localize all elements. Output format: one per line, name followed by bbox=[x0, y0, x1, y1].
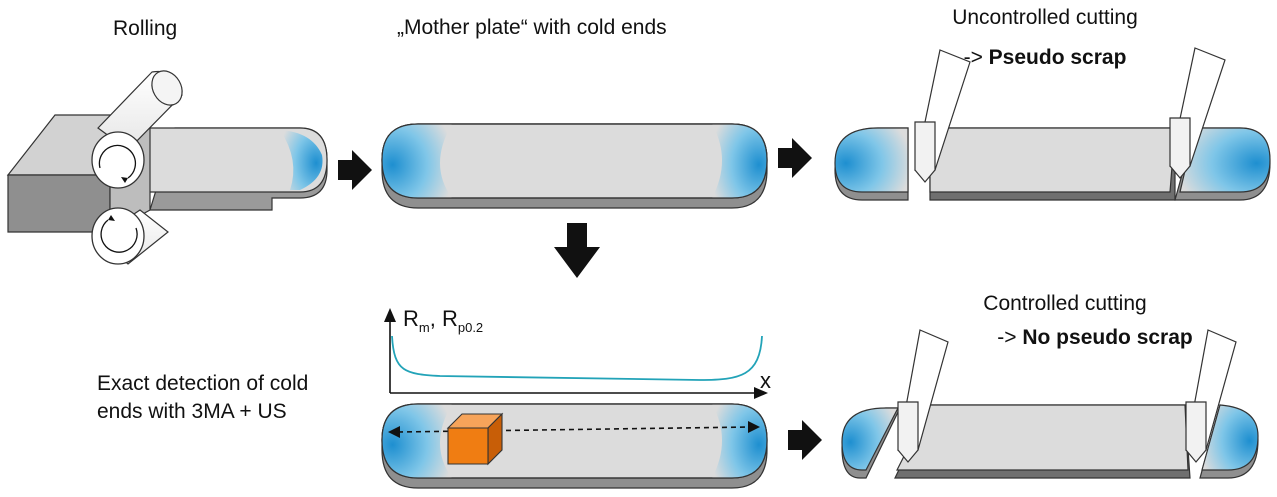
label-controlled-cutting: Controlled cutting bbox=[983, 292, 1146, 315]
uncontrolled-cutting-illustration bbox=[834, 47, 1271, 201]
no-pseudo-prefix: -> bbox=[997, 326, 1022, 349]
arrow-detection-to-controlled bbox=[788, 420, 822, 460]
no-pseudo-scrap-bold: No pseudo scrap bbox=[1022, 326, 1192, 349]
strength-curve bbox=[391, 335, 763, 381]
arrow-plate-down bbox=[554, 223, 600, 278]
sensor-cube bbox=[446, 412, 504, 466]
rolling-illustration bbox=[6, 70, 328, 265]
label-uncontrolled-cutting: Uncontrolled cutting bbox=[952, 6, 1138, 29]
mother-plate bbox=[381, 123, 768, 209]
arrow-plate-to-uncontrolled bbox=[778, 138, 812, 178]
strength-chart: Rm, Rp0.2 x bbox=[384, 306, 771, 399]
label-detection-line1: Exact detection of cold bbox=[97, 372, 308, 395]
label-detection-line2: ends with 3MA + US bbox=[97, 400, 287, 423]
label-pseudo-scrap: -> Pseudo scrap bbox=[964, 46, 1127, 69]
controlled-cutting-illustration bbox=[841, 329, 1259, 479]
y-axis-label: Rm, Rp0.2 bbox=[403, 306, 483, 335]
x-axis-label: x bbox=[760, 368, 771, 393]
arrow-rolling-to-plate bbox=[338, 150, 372, 190]
label-no-pseudo-scrap: -> No pseudo scrap bbox=[997, 326, 1192, 349]
pseudo-scrap-bold: Pseudo scrap bbox=[989, 46, 1127, 69]
detection-plate bbox=[381, 403, 768, 489]
label-rolling: Rolling bbox=[113, 17, 177, 40]
label-mother-plate: „Mother plate“ with cold ends bbox=[397, 16, 667, 39]
